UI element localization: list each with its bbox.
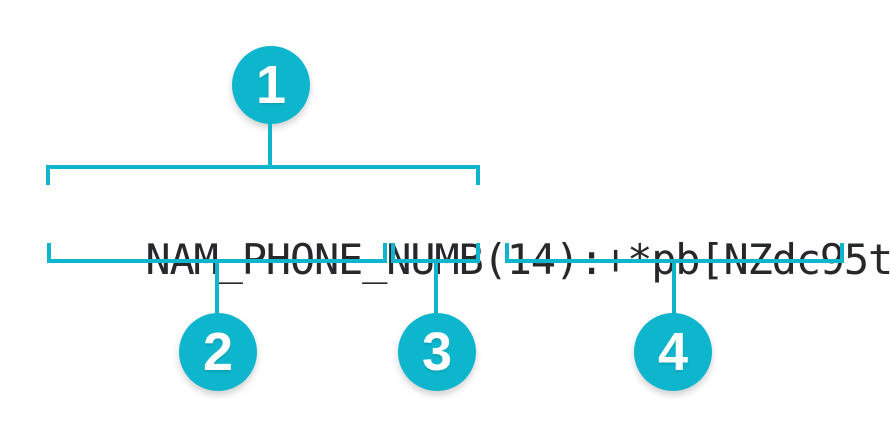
- callout-1-connector-line: [268, 122, 272, 165]
- callout-badge-1: 1: [232, 46, 310, 124]
- callout-4-connector-line: [672, 262, 676, 314]
- callout-badge-4: 4: [634, 313, 712, 391]
- value-bracket: [505, 243, 844, 263]
- header-bracket: [46, 165, 480, 185]
- callout-badge-2: 2: [179, 313, 257, 391]
- callout-badge-3: 3: [398, 313, 476, 391]
- length-bracket: [391, 243, 480, 263]
- callout-2-connector-line: [215, 262, 219, 314]
- callout-3-connector-line: [434, 262, 438, 314]
- field-name-bracket: [47, 243, 387, 263]
